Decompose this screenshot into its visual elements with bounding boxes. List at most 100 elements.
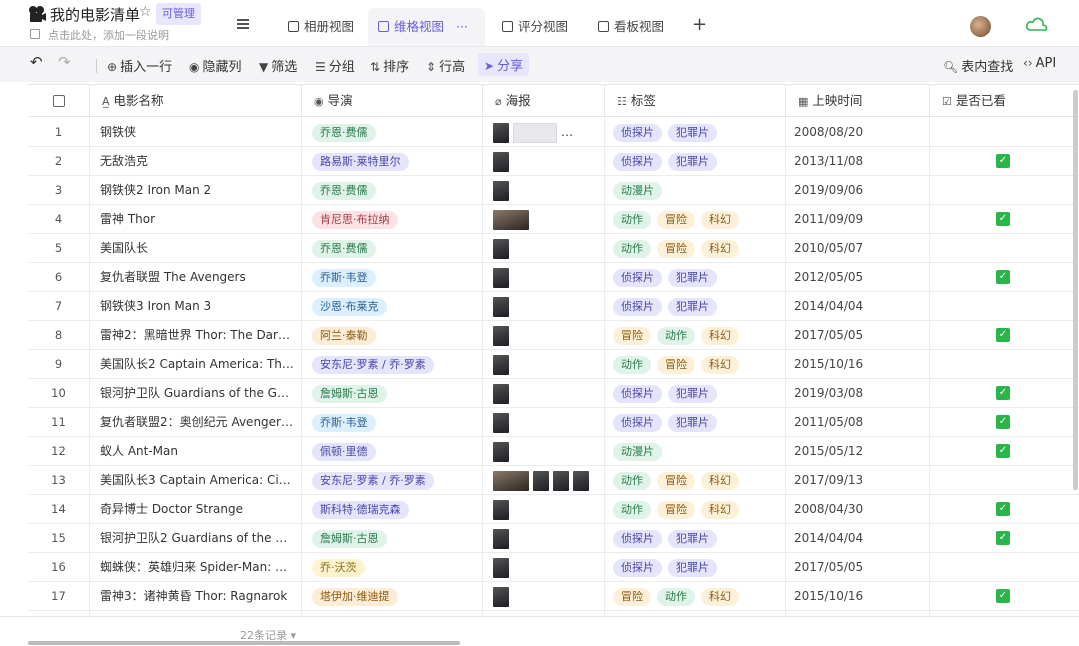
seen-cell[interactable]: ✓ xyxy=(930,147,1079,175)
poster-thumbnail[interactable] xyxy=(493,412,509,433)
poster-cell[interactable] xyxy=(483,147,605,175)
poster-cell[interactable] xyxy=(483,234,605,262)
release-date-cell[interactable]: 2015/10/16 xyxy=(786,582,930,610)
description-field[interactable]: 点击此处，添加一段说明 xyxy=(48,29,169,42)
poster-thumbnail[interactable] xyxy=(573,470,589,491)
sort-button[interactable]: ⇅排序 xyxy=(370,56,409,75)
checked-icon[interactable]: ✓ xyxy=(996,415,1010,429)
tags-cell[interactable]: 侦探片犯罪片 xyxy=(605,263,786,291)
tags-cell[interactable]: 侦探片犯罪片 xyxy=(605,292,786,320)
poster-cell[interactable] xyxy=(483,321,605,349)
row-index[interactable]: 14 xyxy=(28,495,90,523)
checked-icon[interactable]: ✓ xyxy=(996,444,1010,458)
movie-name-cell[interactable]: 蜘蛛侠：英雄归来 Spider-Man: Ho... xyxy=(90,553,302,581)
poster-thumbnail[interactable] xyxy=(513,122,557,143)
movie-name-cell[interactable]: 无敌浩克 xyxy=(90,147,302,175)
tags-cell[interactable]: 动作冒险科幻 xyxy=(605,205,786,233)
row-index[interactable]: 18 xyxy=(28,611,90,616)
release-date-cell[interactable]: 2008/08/20 xyxy=(786,118,930,146)
tags-cell[interactable]: 动作冒险科幻 xyxy=(605,466,786,494)
row-index[interactable]: 13 xyxy=(28,466,90,494)
poster-thumbnail[interactable] xyxy=(493,151,509,172)
poster-thumbnail[interactable] xyxy=(493,528,509,549)
column-header-director[interactable]: ◉导演 xyxy=(302,85,483,117)
row-index[interactable]: 3 xyxy=(28,176,90,204)
tags-cell[interactable]: 动作冒险科幻 xyxy=(605,234,786,262)
release-date-cell[interactable]: 2010/05/07 xyxy=(786,234,930,262)
movie-name-cell[interactable]: 复仇者联盟 The Avengers xyxy=(90,263,302,291)
poster-thumbnail[interactable] xyxy=(533,470,549,491)
column-header-name[interactable]: A̲电影名称 xyxy=(90,85,302,117)
release-date-cell[interactable]: 2011/09/09 xyxy=(786,205,930,233)
director-cell[interactable]: 乔斯·韦登 xyxy=(302,263,483,291)
poster-cell[interactable] xyxy=(483,176,605,204)
director-cell[interactable]: 乔斯·韦登 xyxy=(302,408,483,436)
column-header-poster[interactable]: ⌀海报 xyxy=(483,85,605,117)
movie-name-cell[interactable]: 美国队长2 Captain America: The ... xyxy=(90,350,302,378)
insert-row-button[interactable]: ⊕插入一行 xyxy=(107,56,172,75)
tags-cell[interactable]: 动作冒险科幻 xyxy=(605,350,786,378)
poster-cell[interactable] xyxy=(483,495,605,523)
checked-icon[interactable]: ✓ xyxy=(996,502,1010,516)
tags-cell[interactable]: 侦探片犯罪片 xyxy=(605,524,786,552)
movie-name-cell[interactable]: 钢铁侠2 Iron Man 2 xyxy=(90,176,302,204)
add-view-button[interactable]: + xyxy=(692,14,708,35)
release-date-cell[interactable]: 2011/05/08 xyxy=(786,408,930,436)
director-cell[interactable]: 塔伊加·维迪提 xyxy=(302,582,483,610)
director-cell[interactable]: 阿兰·泰勒 xyxy=(302,321,483,349)
row-index[interactable]: 15 xyxy=(28,524,90,552)
movie-name-cell[interactable]: 美国队长 xyxy=(90,234,302,262)
seen-cell[interactable]: ✓ xyxy=(930,524,1079,552)
group-button[interactable]: ☰分组 xyxy=(315,56,355,75)
menu-icon[interactable] xyxy=(237,19,249,29)
poster-thumbnail[interactable] xyxy=(493,209,529,230)
tags-cell[interactable]: 侦探片犯罪片 xyxy=(605,408,786,436)
poster-cell[interactable] xyxy=(483,611,605,616)
director-cell[interactable]: 乔恩·费儒 xyxy=(302,118,483,146)
poster-thumbnail[interactable] xyxy=(493,615,529,616)
poster-thumbnail[interactable] xyxy=(493,557,509,578)
movie-name-cell[interactable]: 银河护卫队 Guardians of the Galaxy xyxy=(90,379,302,407)
release-date-cell[interactable]: 2015/10/16 xyxy=(786,350,930,378)
release-date-cell[interactable]: 2017/05/05 xyxy=(786,321,930,349)
checked-icon[interactable]: ✓ xyxy=(996,531,1010,545)
seen-cell[interactable]: ✓ xyxy=(930,321,1079,349)
row-index[interactable]: 16 xyxy=(28,553,90,581)
director-cell[interactable] xyxy=(302,611,483,616)
seen-cell[interactable]: ✓ xyxy=(930,582,1079,610)
star-icon[interactable]: ☆ xyxy=(139,4,152,20)
select-all-checkbox[interactable] xyxy=(28,85,90,117)
row-index[interactable]: 17 xyxy=(28,582,90,610)
seen-cell[interactable] xyxy=(930,292,1079,320)
row-index[interactable]: 1 xyxy=(28,118,90,146)
checked-icon[interactable]: ✓ xyxy=(996,589,1010,603)
movie-name-cell[interactable]: 雷神2：黑暗世界 Thor: The Dark ... xyxy=(90,321,302,349)
director-cell[interactable]: 斯科特·德瑞克森 xyxy=(302,495,483,523)
row-index[interactable]: 10 xyxy=(28,379,90,407)
director-cell[interactable]: 沙恩·布莱克 xyxy=(302,292,483,320)
release-date-cell[interactable]: 2012/05/05 xyxy=(786,263,930,291)
page-title[interactable]: 我的电影清单 xyxy=(50,6,141,24)
checked-icon[interactable]: ✓ xyxy=(996,270,1010,284)
api-button[interactable]: ‹›API xyxy=(1023,56,1056,71)
poster-thumbnail[interactable] xyxy=(493,354,509,375)
column-header-release[interactable]: ▦上映时间 xyxy=(786,85,930,117)
seen-cell[interactable] xyxy=(930,176,1079,204)
hide-columns-button[interactable]: ◉隐藏列 xyxy=(189,56,242,75)
seen-cell[interactable]: ✓ xyxy=(930,437,1079,465)
table-row[interactable]: 18侦探片犯罪片 xyxy=(28,611,1079,616)
release-date-cell[interactable]: 2008/04/30 xyxy=(786,495,930,523)
poster-cell[interactable] xyxy=(483,205,605,233)
release-date-cell[interactable]: 2017/05/05 xyxy=(786,553,930,581)
poster-thumbnail[interactable] xyxy=(493,122,509,143)
checked-icon[interactable]: ✓ xyxy=(996,386,1010,400)
release-date-cell[interactable]: 2019/09/06 xyxy=(786,176,930,204)
more-icon[interactable]: ··· xyxy=(456,19,468,34)
movie-name-cell[interactable]: 钢铁侠3 Iron Man 3 xyxy=(90,292,302,320)
